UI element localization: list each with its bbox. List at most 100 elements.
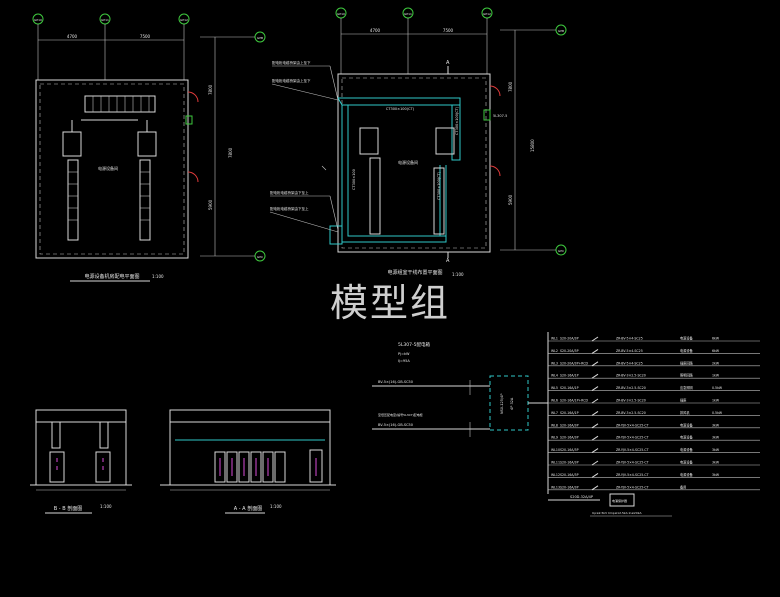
circuit-load: 电源设备 [680, 447, 694, 452]
circuit-kw: 3kW [712, 423, 720, 427]
rack-column[interactable] [433, 167, 445, 235]
equipment-cabinet[interactable] [359, 127, 379, 155]
circuit-no: WL9 [551, 436, 558, 440]
cabinet-elevation[interactable] [49, 451, 65, 483]
panel-marker[interactable] [483, 109, 491, 121]
cabinet-elevation[interactable] [238, 451, 250, 483]
circuit-load: 插座回路 [680, 360, 694, 365]
circuit-load: 应急照明 [680, 385, 693, 390]
panel-enclosure[interactable] [489, 375, 529, 431]
spd-model: S20D-32A/4P [570, 495, 593, 499]
plan-scale: 1:100 [152, 274, 164, 279]
plan-scale: 1:100 [452, 272, 464, 277]
rack-column[interactable] [67, 159, 79, 241]
right-plan: GP10 GP11 GP12 4700 7500 GPB GPC 7800 15… [269, 7, 567, 277]
tray-label: CT300×100(CT) [455, 106, 459, 135]
equipment-cabinet[interactable] [435, 127, 455, 155]
room-outline [35, 79, 189, 259]
cable-tray[interactable] [341, 105, 447, 243]
dim-label: 4700 [67, 34, 78, 39]
grid-label: GPB [257, 36, 263, 40]
circuit-cable: ZR-BV-5×4-SC25 [616, 361, 643, 365]
circuit-kw: 3kW [712, 473, 720, 477]
circuit-kw: 1kW [712, 374, 720, 378]
cabinet-elevation[interactable] [214, 451, 226, 483]
circuit-breaker: S20-20A/3P [560, 349, 579, 353]
circuit-kw: 3kW [712, 448, 720, 452]
cabinet-elevation[interactable] [309, 449, 323, 483]
grid-label: GP12 [180, 18, 188, 22]
plan-title: 电源组室干线布置平面图 [387, 269, 442, 276]
grid-label: GPC [257, 255, 263, 259]
cabinet-elevation[interactable] [250, 451, 262, 483]
circuit-no: WL4 [551, 374, 558, 378]
rack-column[interactable] [369, 157, 381, 235]
cable-tray[interactable] [451, 98, 461, 161]
panel-schematic: 5L307-5配电箱 Pj=kW Ij=95A BV-5×(16)-GB-SC5… [372, 332, 549, 494]
cabinet-elevation[interactable] [274, 451, 286, 483]
breaker-label: NSX-125/4P [500, 393, 504, 414]
panel-param: Pj=kW [398, 352, 410, 356]
circuit-cable: ZR-YJV-5×4-SC25-CT [616, 461, 649, 465]
rack-column[interactable] [139, 159, 151, 241]
circuit-no: WL8 [551, 423, 558, 427]
grid-label: GP11 [404, 12, 412, 16]
grid-label: GP10 [34, 18, 42, 22]
cabinet-elevation[interactable] [226, 451, 238, 483]
tray-label: CT300×100 [352, 169, 356, 190]
circuit-load: 排风机 [680, 410, 690, 415]
cabinet-elevation[interactable] [95, 451, 111, 483]
circuit-no: WL11 [551, 461, 560, 465]
circuit-kw: 0.5kW [712, 386, 723, 390]
cabinet-elevation[interactable] [262, 451, 274, 483]
circuit-no: WL2 [551, 349, 558, 353]
circuit-breaker: S20-16A/1P+RCD [560, 399, 588, 403]
section-bb: B - B 剖面图 1:100 [30, 409, 132, 514]
circuit-kw: 2kW [712, 361, 720, 365]
equipment-cabinet[interactable] [62, 131, 82, 157]
circuit-no: WL6 [551, 399, 558, 403]
grid-label: GP12 [483, 12, 491, 16]
section-mark: A [446, 60, 450, 66]
equipment-row[interactable] [84, 95, 156, 113]
leader-note: 配电柜电缆桥架由下至上 [270, 190, 309, 195]
feeder-note: 至低压配电室(编号5L307)配电柜 [378, 412, 423, 417]
dim-label: 5900 [508, 194, 513, 205]
circuit-cable: ZR-YJV-5×4-SC25-CT [616, 448, 649, 452]
tray-label: CT300×100(CT) [437, 171, 441, 200]
circuit-load: 电源设备 [680, 472, 694, 477]
circuit-breaker: S20-16A/3P [560, 436, 579, 440]
panel-marker[interactable] [185, 115, 193, 125]
circuit-breaker: S20-16A/3P [560, 461, 579, 465]
circuit-kw: 3kW [712, 436, 720, 440]
dim-label: 5900 [208, 199, 213, 210]
section-title: B - B 剖面图 [54, 505, 82, 512]
room-label: 电源设备间 [98, 165, 118, 171]
watermark: 模型组 [330, 281, 451, 325]
feeder-cable: BV-5×(16)-GB-SC50 [378, 423, 413, 427]
circuit-cable: ZR-BV-5×4-SC25 [616, 349, 643, 353]
cable-tray[interactable] [337, 97, 461, 106]
spd-box[interactable] [609, 493, 635, 507]
leader-note: 配电柜电缆桥架由上至下 [272, 60, 311, 65]
equipment-cabinet[interactable] [137, 131, 157, 157]
circuit-cable: ZR-YJV-5×4-SC25-CT [616, 485, 649, 489]
circuit-breaker: S20-16A/1P [560, 386, 579, 390]
section-scale: 1:100 [270, 504, 282, 509]
